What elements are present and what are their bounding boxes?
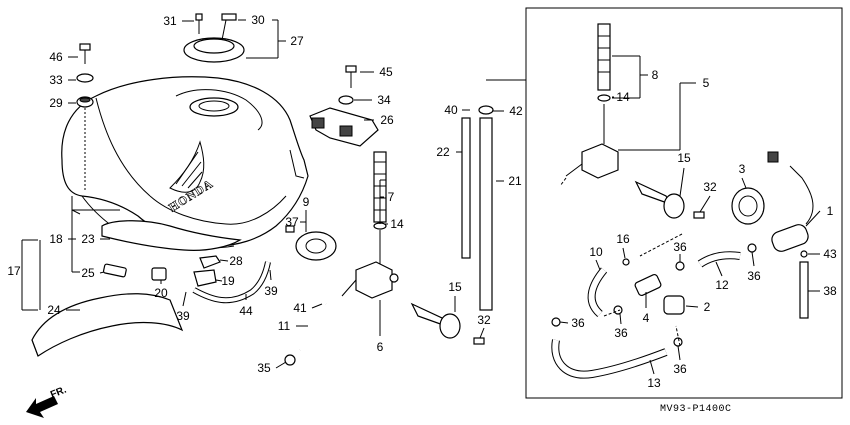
- callout-42: 42: [509, 104, 523, 118]
- callout-28: 28: [229, 254, 243, 268]
- callout-29: 29: [49, 96, 63, 110]
- vacuum-hose-inner: [193, 261, 270, 303]
- guide-lines: [559, 177, 683, 347]
- bolt-stack: [76, 43, 94, 192]
- callout-23: 23: [81, 232, 95, 246]
- fuel-pump: [731, 187, 765, 225]
- callout-36c: 36: [571, 316, 585, 330]
- callout-19: 19: [221, 274, 235, 288]
- callout-4: 4: [643, 311, 650, 325]
- tank-mat: [31, 293, 184, 357]
- callout-6: 6: [377, 340, 384, 354]
- tank-pad: [101, 220, 242, 251]
- hose-clip-16: [622, 258, 630, 266]
- callout-14: 14: [390, 217, 404, 231]
- drawing-code: MV93-P1400C: [660, 404, 732, 415]
- small-clip: [800, 250, 808, 258]
- hose-clip-36b: [747, 243, 757, 253]
- callout-14b: 14: [616, 90, 630, 104]
- fuel-tank: HONDA: [61, 76, 309, 249]
- callout-31: 31: [163, 14, 177, 28]
- drain-tube: [461, 117, 471, 259]
- bracket-cushion: [151, 267, 167, 281]
- hose-clip-36a: [675, 261, 685, 271]
- callout-43: 43: [823, 247, 837, 261]
- sub-screw: [693, 211, 705, 219]
- callout-32b: 32: [477, 313, 491, 327]
- callout-36b: 36: [747, 269, 761, 283]
- callout-36e: 36: [673, 362, 687, 376]
- hose-a-inner: [588, 268, 607, 317]
- callout-38: 38: [823, 284, 837, 298]
- rubber-pad: [102, 263, 127, 278]
- callout-9: 9: [303, 195, 310, 209]
- callout-24: 24: [47, 303, 61, 317]
- hose-clip-36e: [673, 337, 683, 347]
- clip: [199, 255, 221, 269]
- strainer-cap: [663, 295, 685, 315]
- mounting-bracket: [309, 65, 379, 147]
- callout-7: 7: [388, 190, 395, 204]
- callout-41: 41: [293, 301, 307, 315]
- hose-holder: [193, 269, 217, 287]
- callout-20: 20: [154, 286, 168, 300]
- callout-45: 45: [379, 65, 393, 79]
- callout-numbers: 1234567891011121314141515161718192021222…: [7, 13, 837, 390]
- callout-13: 13: [647, 376, 661, 390]
- callout-46: 46: [49, 50, 63, 64]
- callout-8: 8: [652, 68, 659, 82]
- filler-cap: [183, 13, 245, 63]
- hose-c-inner: [552, 339, 668, 378]
- callout-5: 5: [703, 76, 710, 90]
- callout-3: 3: [739, 162, 746, 176]
- hose-clip-36c: [551, 317, 561, 327]
- hose-b-inner: [698, 252, 741, 267]
- callout-39b: 39: [176, 309, 190, 323]
- callout-11: 11: [278, 319, 291, 333]
- subassembly-fuel-cock: [565, 23, 619, 179]
- callout-16: 16: [616, 232, 630, 246]
- callout-18: 18: [49, 232, 63, 246]
- callout-39: 39: [264, 284, 278, 298]
- breather-tube: [479, 117, 493, 311]
- sub-lever-knob: [663, 193, 685, 219]
- callout-36d: 36: [614, 326, 628, 340]
- callout-44: 44: [239, 304, 253, 318]
- drain-hose: [799, 261, 809, 319]
- callout-21: 21: [508, 174, 522, 188]
- callout-35: 35: [257, 361, 271, 375]
- callout-17: 17: [7, 264, 21, 278]
- fuel-pump-face: [738, 195, 758, 217]
- callout-1: 1: [827, 204, 834, 218]
- hose-clip: [284, 354, 296, 366]
- callout-37: 37: [285, 215, 299, 229]
- hose-clip-36d: [613, 305, 623, 315]
- tank-mat-edge: [31, 339, 39, 357]
- fuel-hose-inner: [298, 303, 329, 351]
- inline-strainer: [634, 273, 662, 297]
- callout-36: 36: [673, 240, 687, 254]
- callout-33: 33: [49, 73, 63, 87]
- callout-15: 15: [677, 151, 691, 165]
- callout-15b: 15: [448, 280, 462, 294]
- callout-30: 30: [251, 13, 265, 27]
- callout-27: 27: [290, 34, 304, 48]
- callout-25: 25: [81, 266, 95, 280]
- callout-22: 22: [436, 145, 450, 159]
- subassembly-frame: [525, 7, 843, 399]
- callout-40: 40: [444, 103, 458, 117]
- callout-34: 34: [377, 93, 391, 107]
- leader-lines: [21, 19, 821, 375]
- direction-label: FR.: [49, 384, 68, 400]
- cock-lever: [410, 302, 485, 345]
- callout-10: 10: [589, 245, 603, 259]
- callout-32: 32: [703, 180, 717, 194]
- front-direction-arrow: FR.: [26, 384, 68, 418]
- fuel-filter: [767, 151, 814, 252]
- tube-cap: [478, 105, 494, 115]
- callout-2: 2: [704, 300, 711, 314]
- callout-12: 12: [715, 278, 729, 292]
- callout-26: 26: [380, 113, 394, 127]
